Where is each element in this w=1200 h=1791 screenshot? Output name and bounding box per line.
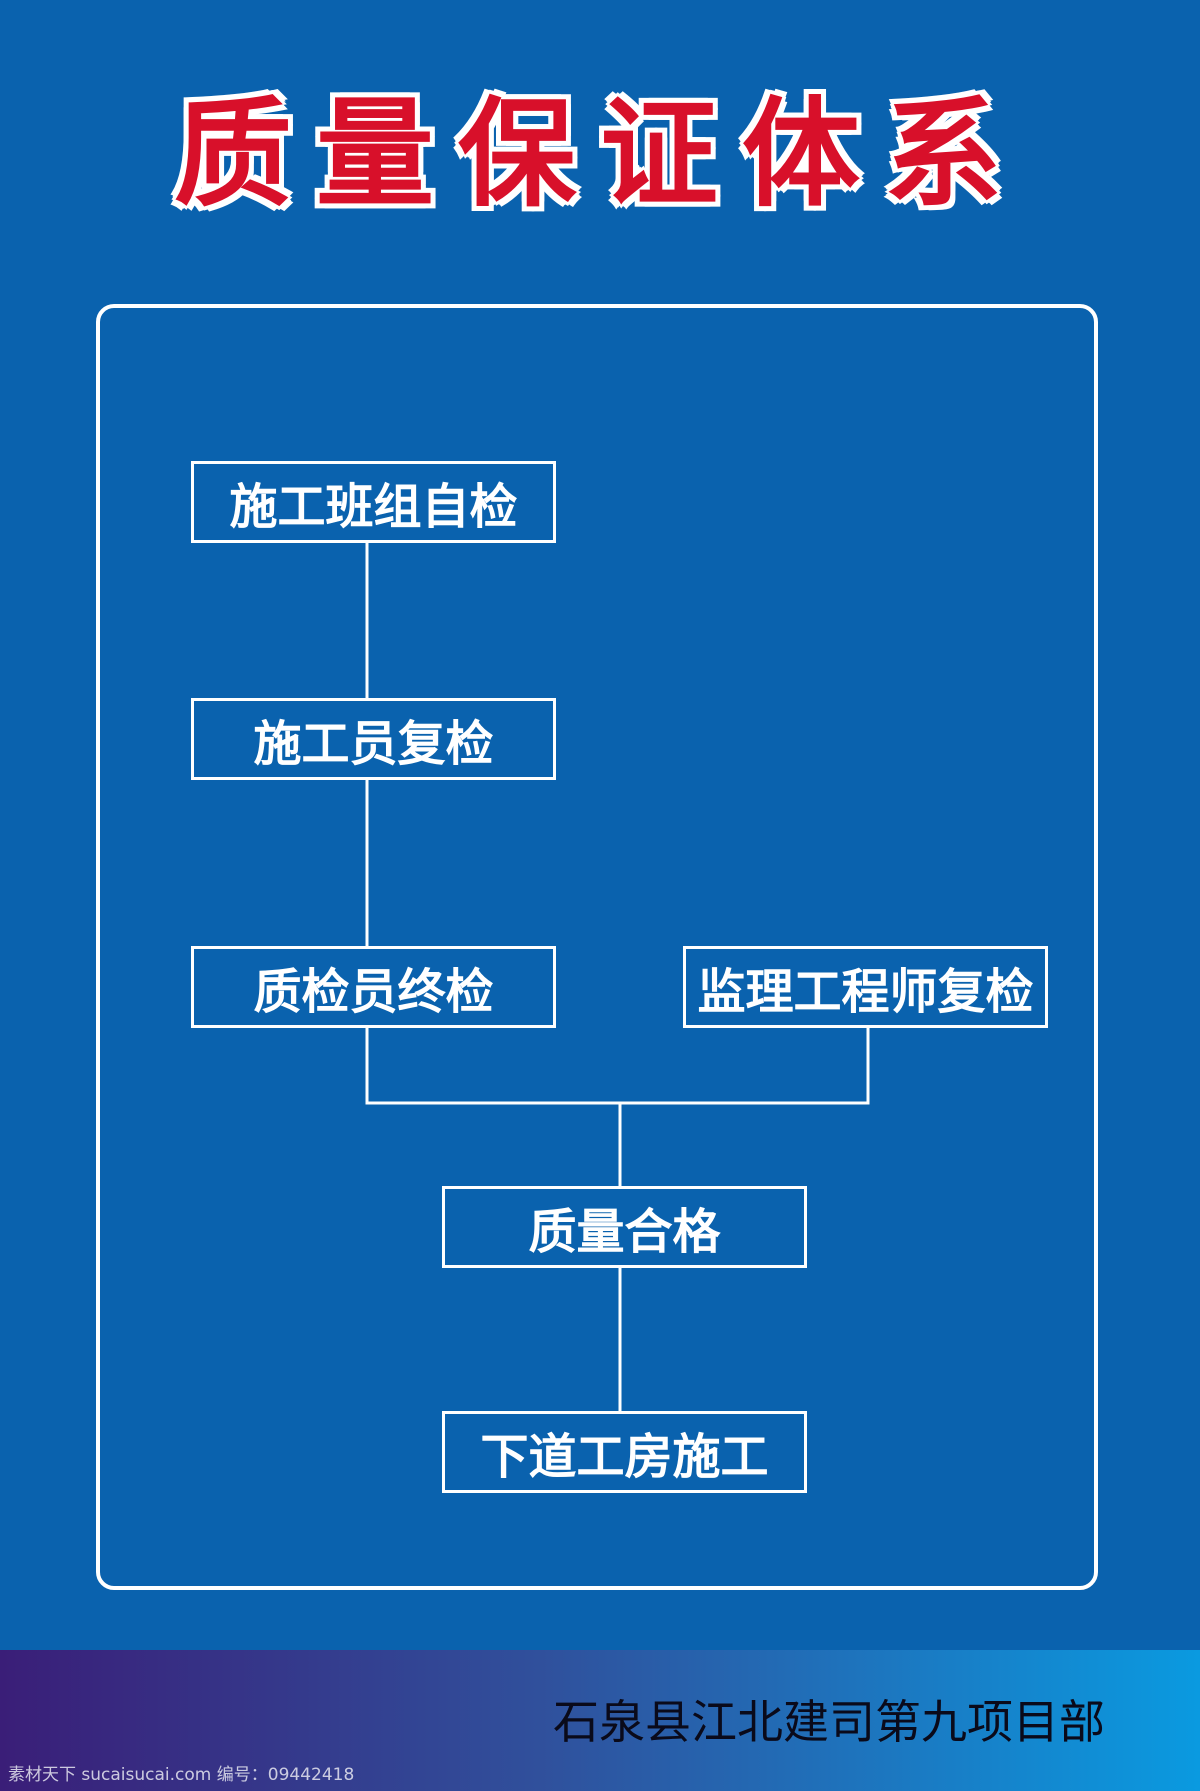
node-next-procedure: 下道工房施工 bbox=[442, 1411, 807, 1493]
footer-band: 石泉县江北建司第九项目部 素材天下 sucaisucai.com 编号：0944… bbox=[0, 1650, 1200, 1791]
diagram-frame bbox=[96, 304, 1098, 1590]
node-supervisor-recheck: 监理工程师复检 bbox=[683, 946, 1048, 1028]
node-team-self-check: 施工班组自检 bbox=[191, 461, 556, 543]
page-title: 质量保证体系 bbox=[173, 85, 1026, 223]
node-quality-qualified: 质量合格 bbox=[442, 1186, 807, 1268]
node-constructor-recheck: 施工员复检 bbox=[191, 698, 556, 780]
node-inspector-final-check: 质检员终检 bbox=[191, 946, 556, 1028]
connector-merge bbox=[365, 1028, 870, 1105]
watermark-text: 素材天下 sucaisucai.com 编号：09442418 bbox=[8, 1765, 355, 1785]
footer-organization: 石泉县江北建司第九项目部 bbox=[553, 1695, 1105, 1749]
